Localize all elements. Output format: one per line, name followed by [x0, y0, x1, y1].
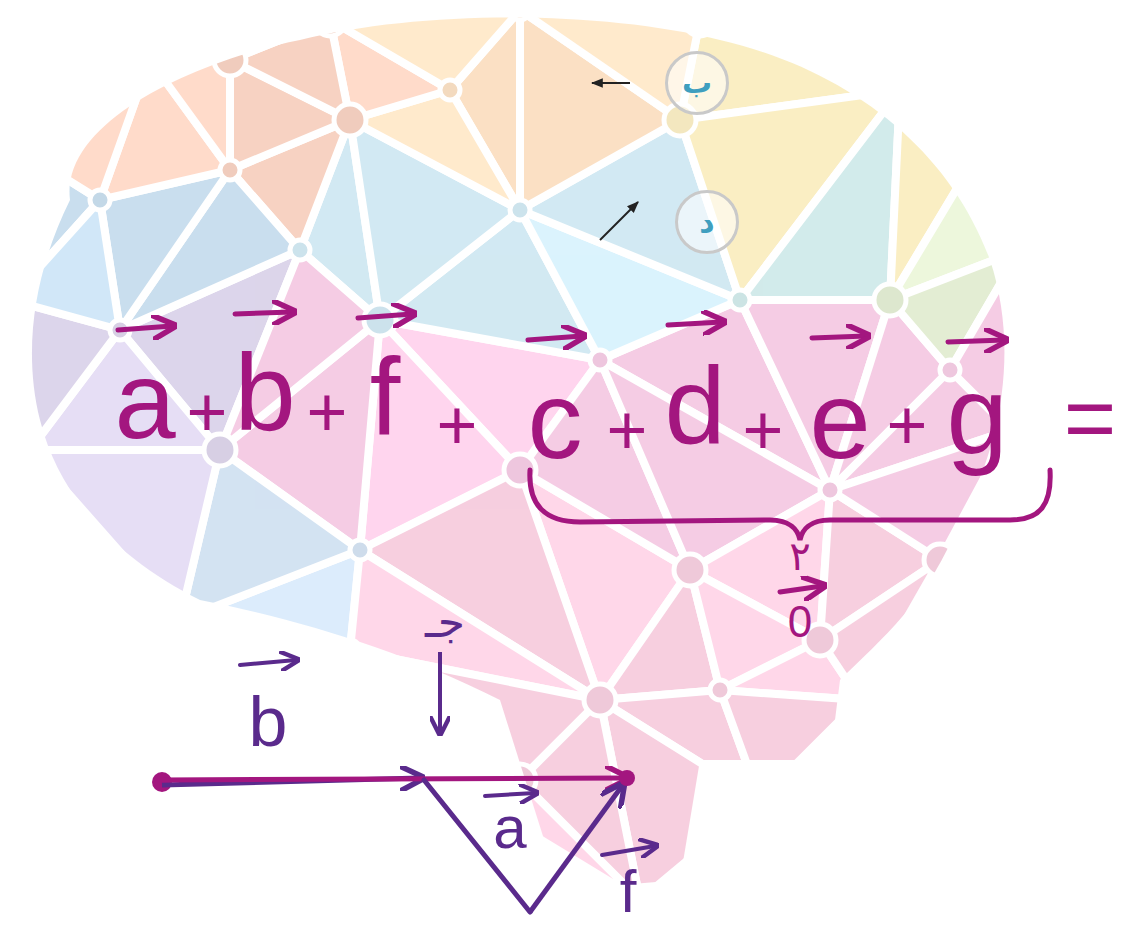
mesh-triangle: [30, 450, 220, 620]
mesh-node: [820, 480, 840, 500]
diagonal-arrow-symbol: [600, 202, 638, 240]
mesh-triangle: [10, 200, 120, 330]
vector-a: [162, 778, 625, 780]
mesh-triangle: [820, 560, 940, 700]
mesh-triangle: [150, 60, 230, 170]
mesh-node: [164, 604, 196, 636]
plus-sign: +: [887, 390, 928, 460]
count-number: ٢: [789, 536, 810, 576]
plus-sign: +: [607, 395, 648, 465]
mesh-triangle: [220, 250, 380, 450]
vector-letter: b: [249, 687, 288, 757]
mesh-node: [0, 284, 26, 316]
letter-circle: د: [675, 190, 739, 254]
mesh-node: [440, 80, 460, 100]
end-point: [619, 770, 635, 786]
mesh-triangle: [330, 10, 520, 90]
mesh-triangle: [740, 90, 900, 300]
mesh-node: [890, 80, 910, 100]
vector-letter: a: [493, 798, 526, 858]
mesh-node: [924, 544, 956, 576]
mesh-node: [744, 784, 776, 816]
circle-letter: ب: [682, 68, 712, 98]
vector-letter: g: [946, 360, 1007, 470]
vector-letter: f: [620, 862, 637, 922]
brace-bracket: [530, 470, 1050, 540]
vector-arrows: [118, 312, 1004, 592]
equals-sign: =: [1064, 373, 1117, 463]
mesh-node: [314, 4, 346, 36]
mesh-node: [710, 680, 730, 700]
mesh-node: [334, 104, 366, 136]
plus-sign: +: [307, 377, 348, 447]
mesh-triangle: [720, 690, 860, 800]
vector-segment: [424, 780, 530, 912]
mesh-node: [674, 554, 706, 586]
mesh-triangle: [740, 300, 890, 490]
mesh-node: [350, 540, 370, 560]
mesh-node: [510, 200, 530, 220]
mesh-triangle: [180, 620, 520, 780]
mesh-node: [964, 134, 996, 166]
answer-marker: جـ: [425, 600, 465, 644]
mesh-node: [684, 4, 716, 36]
mesh-node: [584, 684, 616, 716]
left-arrow-symbol: [592, 82, 630, 84]
plus-sign: +: [743, 395, 784, 465]
mesh-node: [220, 160, 240, 180]
plus-sign: +: [187, 377, 228, 447]
mesh-node: [730, 290, 750, 310]
vector-letter: e: [809, 365, 870, 475]
mesh-triangle: [150, 20, 330, 60]
plus-sign: +: [437, 390, 478, 460]
vector-letter: c: [528, 365, 583, 475]
letter-circle: ب: [665, 51, 729, 115]
mesh-node: [20, 440, 40, 460]
mesh-node: [874, 284, 906, 316]
pointer-arrow: [438, 652, 442, 732]
vector-letter: a: [114, 345, 175, 455]
mesh-node: [140, 50, 160, 70]
zero-vector: 0: [788, 600, 812, 644]
mesh-node: [4, 134, 36, 166]
mesh-triangle: [20, 60, 150, 200]
mesh-node: [1004, 234, 1036, 266]
brain-mesh: [0, 0, 1036, 910]
vector-letter: f: [370, 341, 401, 451]
vector-letter: d: [664, 350, 725, 460]
mesh-node: [850, 690, 870, 710]
mesh-node: [590, 350, 610, 370]
mesh-node: [290, 240, 310, 260]
mesh-node: [510, 0, 530, 20]
vector-f: [530, 786, 622, 912]
vector-letter: b: [234, 337, 295, 447]
mesh-node: [90, 190, 110, 210]
circle-letter: د: [699, 207, 714, 237]
mesh-node: [364, 304, 396, 336]
mesh-node: [214, 44, 246, 76]
mesh-node: [340, 640, 360, 660]
